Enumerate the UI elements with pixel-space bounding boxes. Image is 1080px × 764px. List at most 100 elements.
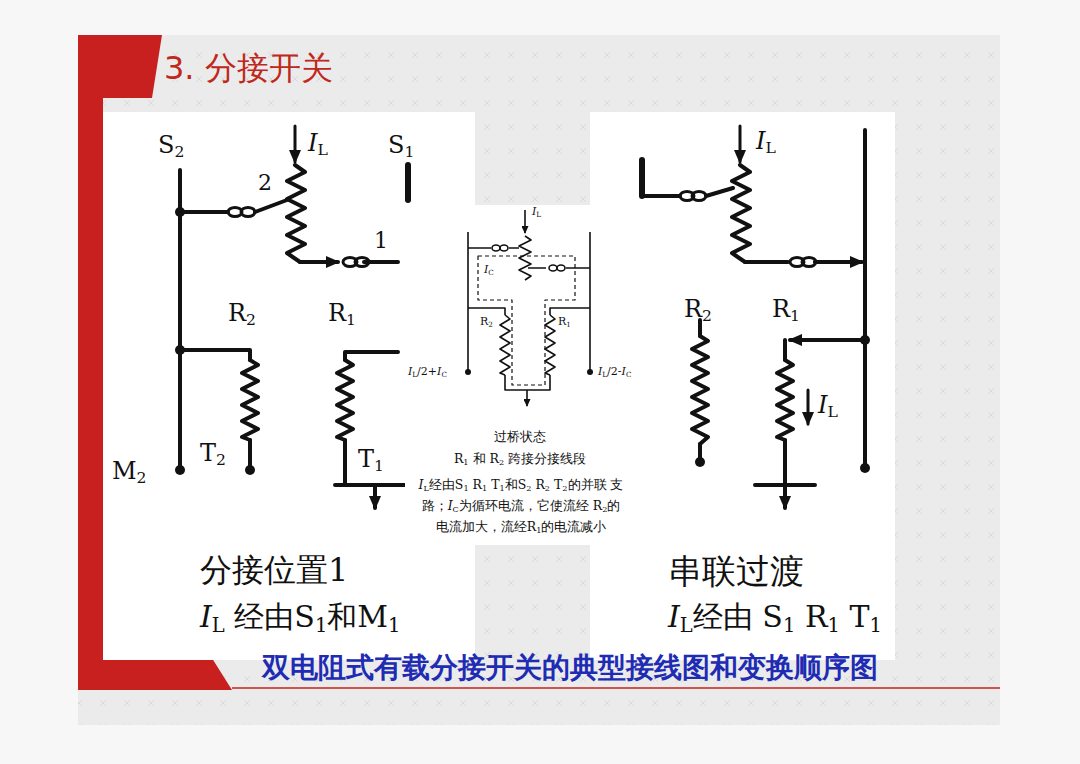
circuit-label: R1 xyxy=(772,296,800,324)
link-symbol xyxy=(557,265,565,271)
terminal-dot xyxy=(695,457,705,467)
slide-ground xyxy=(78,35,1000,725)
current-arrow xyxy=(739,126,742,162)
terminal-dot xyxy=(587,369,593,375)
symbol: IL xyxy=(598,365,607,378)
right-dots xyxy=(695,335,870,473)
junction-dot xyxy=(175,207,185,217)
wire xyxy=(468,232,590,390)
symbol: IL xyxy=(668,599,693,634)
subscript: C xyxy=(453,504,459,514)
subscript: 1 xyxy=(388,614,400,637)
subscript: 2 xyxy=(246,311,256,329)
figure-caption: 双电阻式有载分接开关的典型接线图和变换顺序图 xyxy=(212,652,928,684)
symbol: R2 xyxy=(489,451,504,466)
ground-arrow xyxy=(783,485,787,508)
ground-arrow xyxy=(526,390,528,406)
subscript: L xyxy=(827,403,837,421)
circuit-label: R2 xyxy=(228,300,256,328)
symbol: IC xyxy=(622,365,632,378)
subscript: 1 xyxy=(536,525,541,535)
symbol: T1 xyxy=(491,477,505,492)
subscript: 1 xyxy=(404,143,414,161)
subscript: L xyxy=(212,614,225,637)
symbol: R1 xyxy=(772,295,800,323)
link-symbol xyxy=(549,265,557,271)
subscript: 1 xyxy=(827,614,839,637)
subscript: 2 xyxy=(545,483,550,493)
panel-heading: 分接位置1 xyxy=(200,552,348,589)
subscript: 2 xyxy=(174,143,184,161)
symbol: S2 xyxy=(518,477,532,492)
junction-dot xyxy=(175,345,185,355)
terminal-dot xyxy=(245,465,255,475)
symbol: S1 xyxy=(294,599,327,634)
symbol: IL xyxy=(419,477,429,492)
state-panel: 分接位置1IL 经由S1和M1 xyxy=(103,112,475,660)
current-arrow xyxy=(524,210,526,233)
symbol: T1 xyxy=(358,445,384,473)
symbol: M2 xyxy=(112,457,147,485)
subscript: 1 xyxy=(315,614,327,637)
symbol: IL xyxy=(818,391,838,419)
symbol: IL xyxy=(408,365,417,378)
tap-arrow xyxy=(300,260,338,264)
symbol: IL xyxy=(756,127,776,155)
subscript: 1 xyxy=(790,307,800,325)
circuit-label: IL xyxy=(532,206,541,219)
circuit-label: IC xyxy=(484,264,494,277)
current-arrow xyxy=(807,390,810,424)
circuit-label: M2 xyxy=(112,458,147,486)
circuit-label: R2 xyxy=(480,316,493,329)
left-dots xyxy=(175,207,255,475)
circuit-label: T1 xyxy=(358,446,384,474)
resistor-symbol xyxy=(519,236,531,280)
symbol: S2 xyxy=(158,131,184,159)
symbol: S1 xyxy=(762,599,795,634)
symbol: R1 xyxy=(328,299,356,327)
contact-bar xyxy=(405,165,411,200)
symbol: R2 xyxy=(228,299,256,327)
right-circuit xyxy=(642,126,865,508)
subscript: 2 xyxy=(702,307,712,325)
circuit-label: S1 xyxy=(388,132,414,160)
circuit-label: 1 xyxy=(374,228,388,253)
panel-note: IL经由S1 R1 T1和S2 R2 T2的并联 支路；IC为循环电流，它使流经… xyxy=(418,474,624,537)
link-symbol xyxy=(241,208,255,217)
circuit-label: 2 xyxy=(258,170,272,195)
panel-heading: 串联过渡 xyxy=(668,552,804,591)
symbol: R2 xyxy=(593,498,608,513)
subscript: 2 xyxy=(526,483,531,493)
middle-circuit xyxy=(468,210,590,406)
resistor-symbol xyxy=(732,165,750,262)
link-symbol xyxy=(692,192,706,201)
slide-pattern xyxy=(78,35,1000,725)
symbol: IC xyxy=(437,365,447,378)
terminal-dot xyxy=(175,465,185,475)
resistor-symbol xyxy=(545,315,555,375)
resistor-symbol xyxy=(777,360,793,440)
link-symbol xyxy=(355,258,369,267)
subscript: 1 xyxy=(374,457,384,475)
symbol: IC xyxy=(448,498,459,513)
slide-title: 3. 分接开关 xyxy=(164,50,333,87)
symbol: IL xyxy=(532,205,541,218)
subscript: 1 xyxy=(500,483,505,493)
subscript: C xyxy=(441,370,446,379)
circuit-label: IL/2-IC xyxy=(598,366,631,379)
symbol: R1 xyxy=(558,315,571,328)
middle-dots xyxy=(465,369,593,375)
circuit-label: IL/2+IC xyxy=(408,366,447,379)
subscript: L xyxy=(680,614,693,637)
circuit-label: IL xyxy=(756,128,776,156)
panel-heading: 过桥状态 xyxy=(415,430,625,445)
current-arrow xyxy=(294,126,297,162)
link-symbol xyxy=(492,245,500,251)
subscript: 2 xyxy=(499,457,504,467)
symbol: R2 xyxy=(535,477,550,492)
symbol: S1 xyxy=(455,477,469,492)
resistor-symbol xyxy=(692,336,708,444)
resistor-symbol xyxy=(287,165,305,262)
